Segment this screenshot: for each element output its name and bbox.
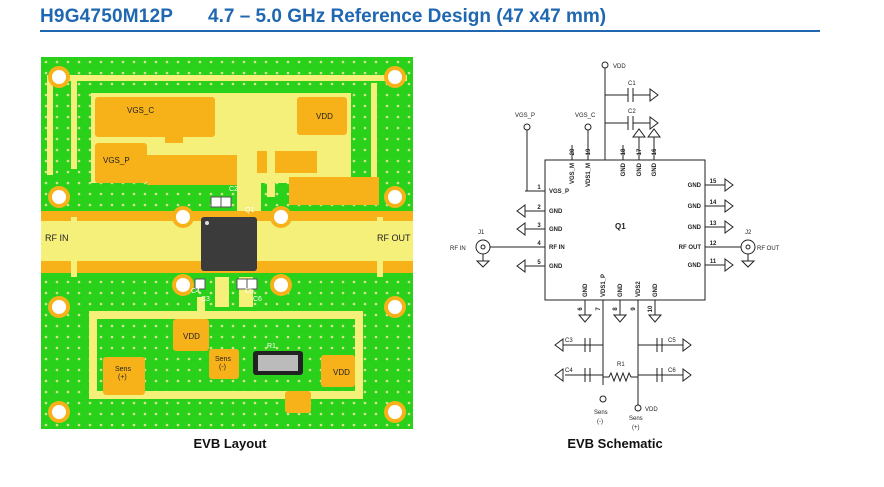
pin-number-3: 3: [537, 223, 541, 229]
pin-number-2: 2: [537, 205, 541, 211]
pin-number-17: 17: [637, 148, 643, 155]
pin-number-20: 20: [570, 148, 576, 155]
layout-label-c6: C6: [253, 296, 262, 303]
q1-body: [544, 159, 706, 301]
schematic-c5: C5: [668, 338, 676, 344]
schematic-vdd-bottom: VDD: [645, 407, 658, 413]
schematic-q1-label: Q1: [615, 222, 626, 231]
pin-name-5: GND: [549, 264, 563, 270]
pin-name-14: GND: [688, 204, 702, 210]
pin-number-16: 16: [652, 148, 658, 155]
pin-number-15: 15: [710, 179, 717, 185]
pin-number-9: 9: [631, 307, 637, 311]
pin-number-19: 19: [586, 148, 592, 155]
pin-name-6: GND: [583, 283, 589, 297]
pin-number-5: 5: [537, 260, 541, 266]
pin-name-3: GND: [549, 227, 563, 233]
layout-label-vgs-p: VGS_P: [103, 156, 130, 165]
pin-number-10: 10: [648, 305, 654, 312]
pin-name-4: RF IN: [549, 245, 565, 251]
layout-label-rf-in: RF IN: [45, 233, 69, 243]
schematic-vgs-p: VGS_P: [515, 113, 535, 119]
pin-number-11: 11: [710, 259, 717, 265]
header-rule: [40, 30, 820, 32]
vdd-top-pad: [297, 97, 347, 135]
pin-name-19: VDS1_M: [586, 163, 592, 187]
pin-number-6: 6: [578, 307, 584, 311]
schematic-c3: C3: [565, 338, 573, 344]
pin-name-8: GND: [618, 283, 624, 297]
schematic-c1: C1: [628, 81, 636, 87]
pin-number-18: 18: [621, 148, 627, 155]
sens-minus-pad: [209, 349, 239, 379]
layout-caption: EVB Layout: [193, 436, 267, 451]
schematic-sens-plus: Sens: [629, 416, 643, 422]
schematic-j1: J1: [478, 230, 485, 236]
layout-label-r1: R1: [267, 343, 276, 350]
schematic: Q1 VDD C1 C2 VGS_P VGS_C 1VGS_P2GND3GND4…: [450, 61, 780, 431]
schematic-sens-minus: Sens: [594, 410, 608, 416]
pin-number-4: 4: [537, 241, 541, 247]
q1-package: [201, 217, 257, 271]
vdd-right-pad: [321, 355, 355, 387]
layout-label-c4: C4: [191, 288, 200, 295]
layout-label-sens-minus: Sens: [215, 356, 231, 363]
pin-number-7: 7: [596, 307, 602, 311]
schematic-j2: J2: [745, 230, 752, 236]
layout-label-rf-out: RF OUT: [377, 233, 411, 243]
pin-name-9: VDS2: [636, 281, 642, 297]
schematic-c6: C6: [668, 368, 676, 374]
layout-label-vdd-top: VDD: [316, 112, 333, 121]
vgs-p-pad: [95, 143, 147, 183]
pin-name-10: GND: [653, 283, 659, 297]
pin-name-1: VGS_P: [549, 189, 569, 195]
schematic-vdd-top: VDD: [613, 64, 626, 70]
sens-plus-pad: [103, 357, 145, 395]
evb-layout-figure: VGS_C VGS_P VDD C2 Q1 RF IN RF OUT VDD V…: [41, 57, 413, 429]
schematic-sens-plus-sign: (+): [632, 425, 640, 431]
schematic-rf-out: RF OUT: [757, 246, 780, 252]
pin-number-13: 13: [710, 221, 717, 227]
pin-name-15: GND: [688, 183, 702, 189]
pin-name-13: GND: [688, 225, 702, 231]
layout-label-sens-plus: Sens: [115, 366, 131, 373]
document-header: H9G4750M12P 4.7 – 5.0 GHz Reference Desi…: [40, 6, 820, 32]
vdd-mid-pad: [173, 319, 209, 351]
mounting-holes: [48, 66, 406, 423]
pin-name-17: GND: [637, 162, 643, 176]
pin-name-12: RF OUT: [679, 245, 702, 251]
schematic-caption: EVB Schematic: [567, 436, 663, 451]
pin-name-7: VDS1_P: [601, 274, 607, 297]
pin-number-1: 1: [537, 185, 541, 191]
layout-label-c5: C5: [245, 288, 254, 295]
layout-label-c3: C3: [201, 296, 210, 303]
part-number: H9G4750M12P: [40, 6, 174, 27]
schematic-c2: C2: [628, 109, 636, 115]
pin-name-18: GND: [621, 162, 627, 176]
schematic-c4: C4: [565, 368, 573, 374]
layout-label-vdd-right: VDD: [333, 368, 350, 377]
layout-label-vdd-mid: VDD: [183, 332, 200, 341]
layout-label-vgs-c: VGS_C: [127, 106, 154, 115]
pin-number-8: 8: [613, 307, 619, 311]
schematic-r1: R1: [617, 362, 625, 368]
svg-text:(+): (+): [118, 374, 127, 381]
vgs-c-pad: [95, 97, 215, 137]
document-title: 4.7 – 5.0 GHz Reference Design (47 x47 m…: [208, 6, 607, 27]
layout-label-q1: Q1: [245, 207, 254, 214]
layout-label-c2: C2: [229, 186, 238, 193]
schematic-rf-in: RF IN: [450, 246, 466, 252]
pin-number-14: 14: [710, 200, 717, 206]
r1-symbol: [603, 371, 638, 383]
pin-name-16: GND: [652, 162, 658, 176]
pcb-layout: VGS_C VGS_P VDD C2 Q1 RF IN RF OUT VDD V…: [41, 57, 413, 429]
svg-text:(-): (-): [219, 364, 226, 371]
pin-name-20: VGS_M: [570, 163, 576, 184]
schematic-vgs-c: VGS_C: [575, 113, 596, 119]
schematic-sens-minus-sign: (-): [597, 419, 603, 425]
pin-name-2: GND: [549, 209, 563, 215]
pin-name-11: GND: [688, 263, 702, 269]
pin-number-12: 12: [710, 241, 717, 247]
